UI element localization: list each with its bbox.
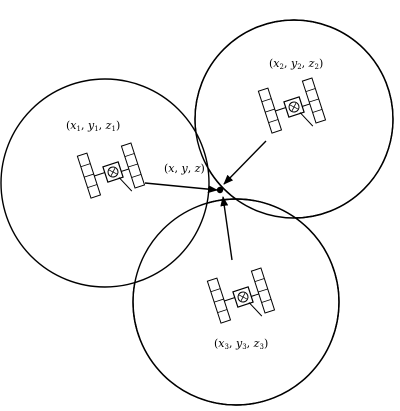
range-arrow-2 xyxy=(223,140,267,185)
receiver-label: (x, y, z) xyxy=(164,162,205,175)
range-arrow-1 xyxy=(144,182,218,194)
receiver-point-icon xyxy=(216,186,224,194)
range-circle-2 xyxy=(194,19,394,219)
satellite-3-label: (x3, y3, z3) xyxy=(214,337,269,351)
range-circle-1 xyxy=(0,78,210,288)
range-arrow-3 xyxy=(220,196,233,261)
satellite-2-label: (x2, y2, z2) xyxy=(269,57,324,71)
satellite-1-label: (x1, y1, z1) xyxy=(66,119,121,133)
